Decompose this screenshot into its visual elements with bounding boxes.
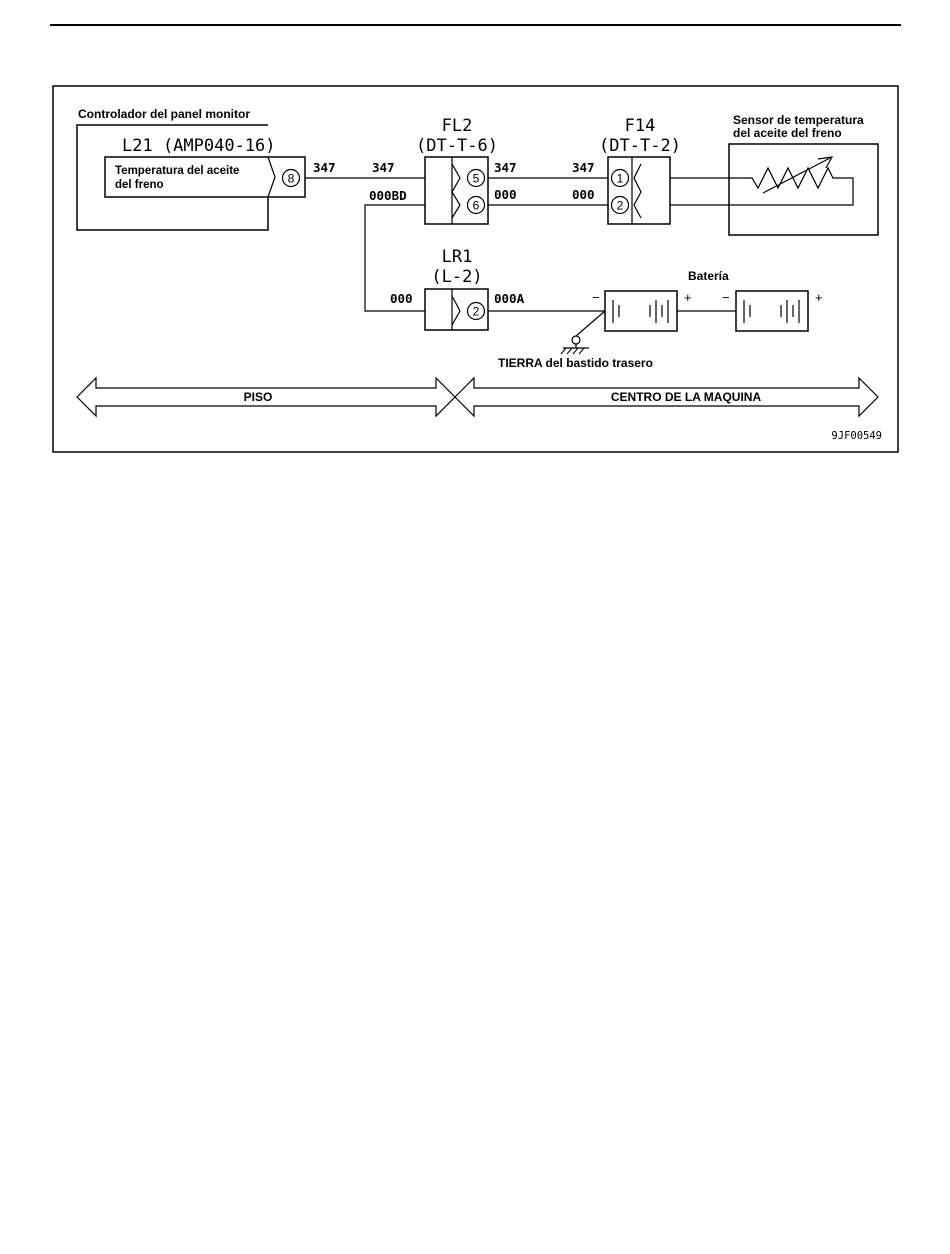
- lr1-type: (L-2): [431, 267, 482, 287]
- ground-terminal: [572, 336, 580, 344]
- wire-label-000-lr1: 000: [390, 291, 413, 306]
- fl2-pin-b-number: 6: [473, 199, 480, 213]
- f14-name: F14: [625, 116, 656, 136]
- ground-lead: [576, 311, 605, 336]
- battery1-plus: +: [684, 290, 692, 305]
- controller-function-line2: del freno: [115, 179, 164, 191]
- sensor-title-line1: Sensor de temperatura: [733, 113, 864, 127]
- controller-function-line1: Temperatura del aceite: [115, 165, 239, 177]
- battery-1: [605, 291, 677, 331]
- sensor-box: [729, 144, 878, 235]
- lr1-pin-number: 2: [473, 305, 480, 319]
- thermistor-arrow: [763, 158, 830, 193]
- wire-label-000a: 000A: [494, 291, 525, 306]
- sensor-title-line2: del aceite del freno: [733, 126, 842, 140]
- zone-left-label: PISO: [244, 390, 273, 404]
- ground-hatch: [573, 348, 578, 354]
- wire-label-347-b: 347: [372, 160, 395, 175]
- figure-code: 9JF00549: [831, 430, 882, 442]
- battery-2: [736, 291, 808, 331]
- wire-label-347-c: 347: [494, 160, 517, 175]
- wire-label-347-d: 347: [572, 160, 595, 175]
- controller-title: Controlador del panel monitor: [78, 107, 250, 121]
- ground-hatch: [579, 348, 584, 354]
- fl2-connector: [425, 157, 488, 224]
- battery-label: Batería: [688, 269, 729, 283]
- f14-pin-a-number: 1: [617, 172, 624, 186]
- ground-hatch: [567, 348, 572, 354]
- controller-pin-number: 8: [288, 172, 295, 186]
- lr1-name: LR1: [442, 247, 473, 267]
- zone-right-label: CENTRO DE LA MAQUINA: [611, 390, 762, 404]
- battery2-minus: −: [722, 290, 730, 305]
- wire-label-000bd: 000BD: [369, 188, 407, 203]
- controller-connector-label: L21 (AMP040-16): [122, 136, 276, 156]
- fl2-type: (DT-T-6): [416, 136, 498, 156]
- battery1-minus: −: [592, 290, 600, 305]
- fl2-pin-a-number: 5: [473, 172, 480, 186]
- f14-type: (DT-T-2): [599, 136, 681, 156]
- wire-label-000-a: 000: [494, 187, 517, 202]
- battery2-plus: +: [815, 290, 823, 305]
- wire-label-347-a: 347: [313, 160, 336, 175]
- thermistor-symbol: [670, 168, 853, 205]
- ground-hatch: [561, 348, 566, 354]
- fl2-name: FL2: [442, 116, 473, 136]
- wire-label-000-b: 000: [572, 187, 595, 202]
- f14-pin-b-number: 2: [617, 199, 624, 213]
- ground-label: TIERRA del bastido trasero: [498, 356, 653, 370]
